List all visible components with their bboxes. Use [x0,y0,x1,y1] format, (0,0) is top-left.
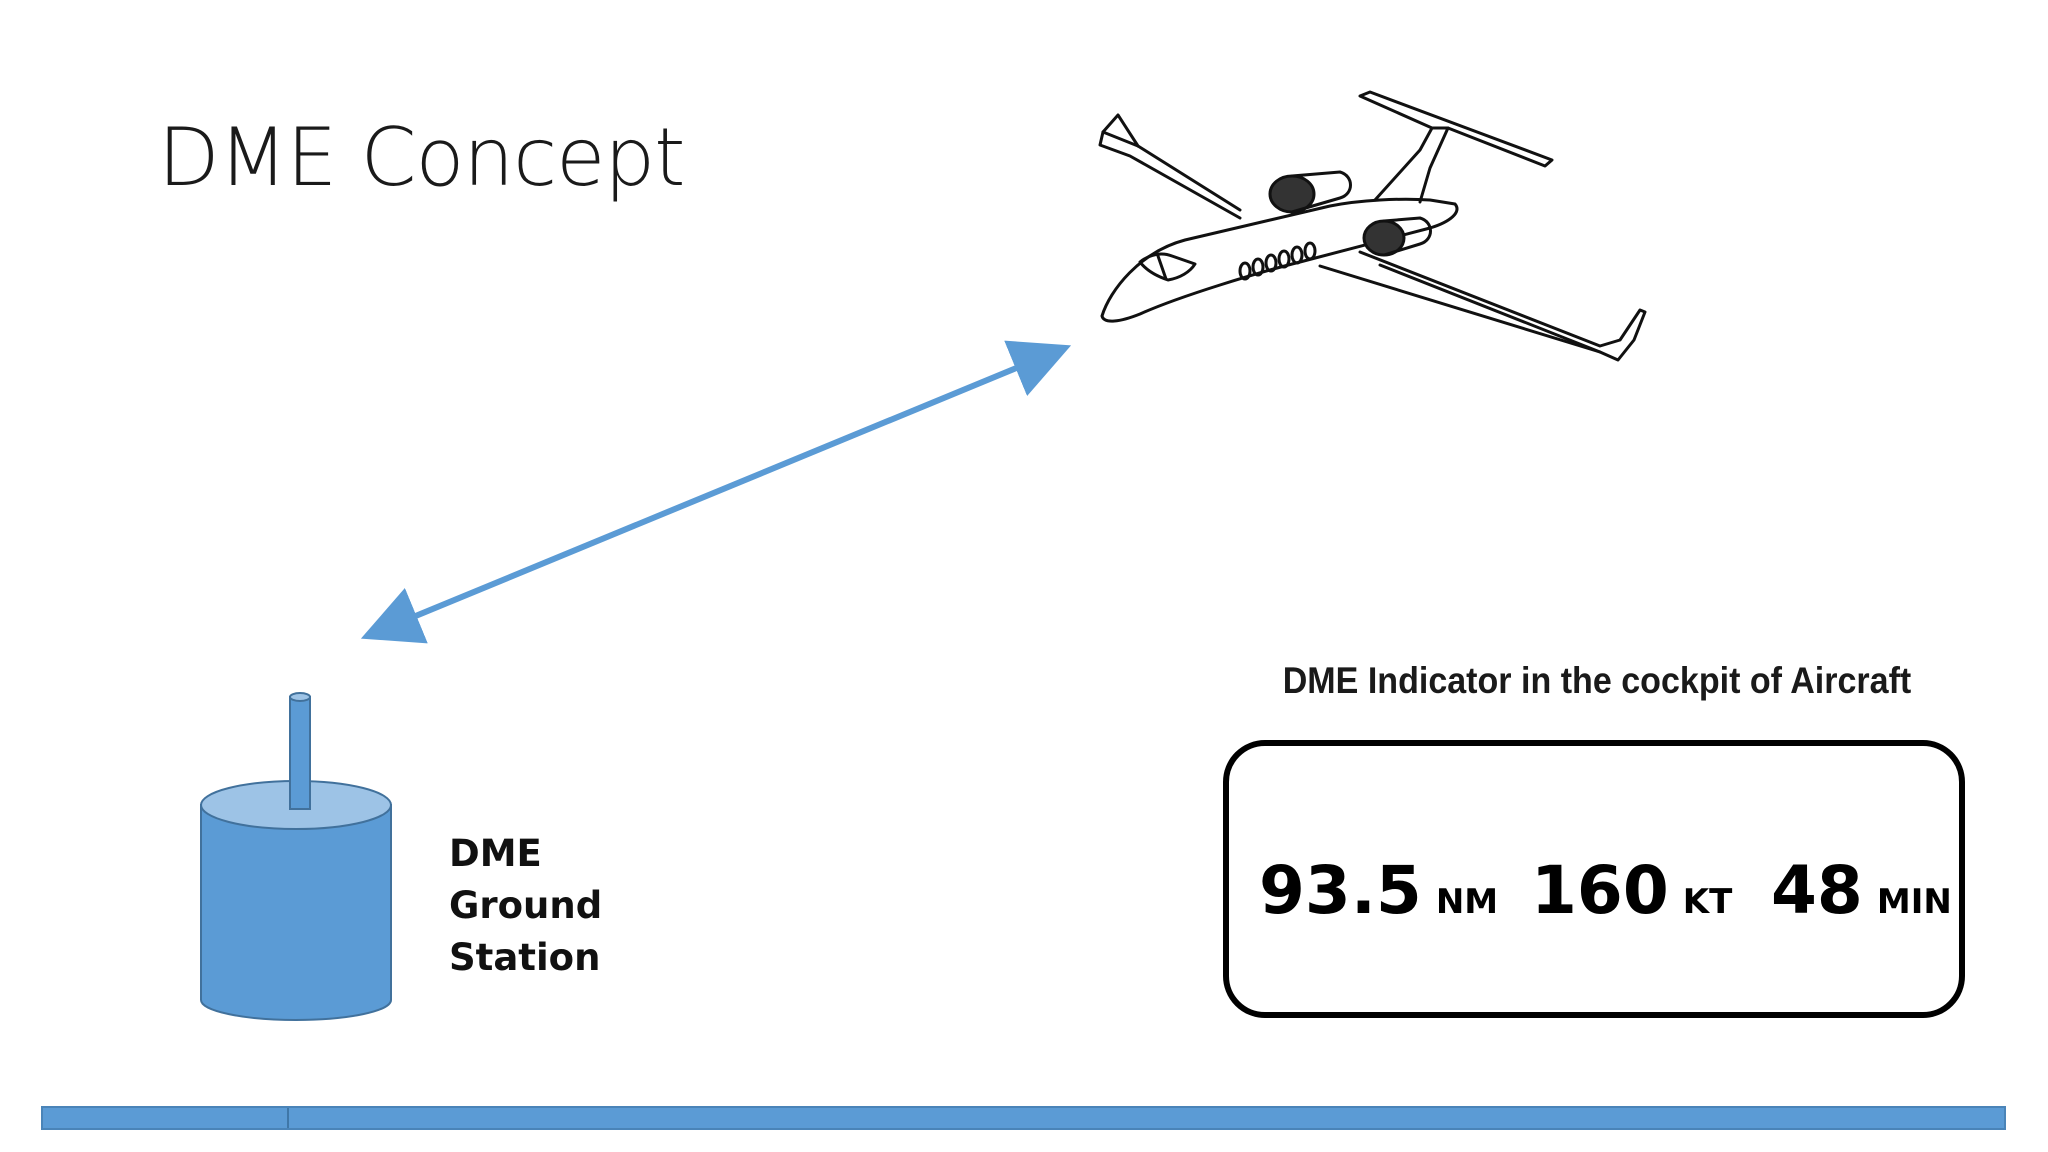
distance-value: 93.5 [1259,852,1422,929]
speed-value: 160 [1531,852,1669,929]
ground-station-label-line: Ground [449,884,603,927]
signal-arrow [360,340,1072,644]
aircraft-icon [1098,90,1647,362]
ground-station-label-line: Station [449,936,601,979]
dme-indicator-display: 93.5 NM 160 KT 48 MIN [1223,740,1965,1018]
slide-title: DME Concept [158,111,685,204]
distance-readout: 93.5 NM [1259,852,1498,929]
distance-unit: NM [1435,882,1499,922]
footer-bar-divider [287,1108,289,1128]
time-readout: 48 MIN [1771,852,1952,929]
footer-bar [41,1106,2006,1130]
indicator-caption: DME Indicator in the cockpit of Aircraft [1282,660,1912,701]
ground-station-icon [200,692,392,1021]
time-unit: MIN [1876,882,1952,922]
ground-station-label-line: DME [449,832,542,875]
ground-station-label: DME Ground Station [449,828,602,984]
speed-readout: 160 KT [1531,852,1732,929]
time-value: 48 [1771,852,1863,929]
speed-unit: KT [1682,882,1733,922]
